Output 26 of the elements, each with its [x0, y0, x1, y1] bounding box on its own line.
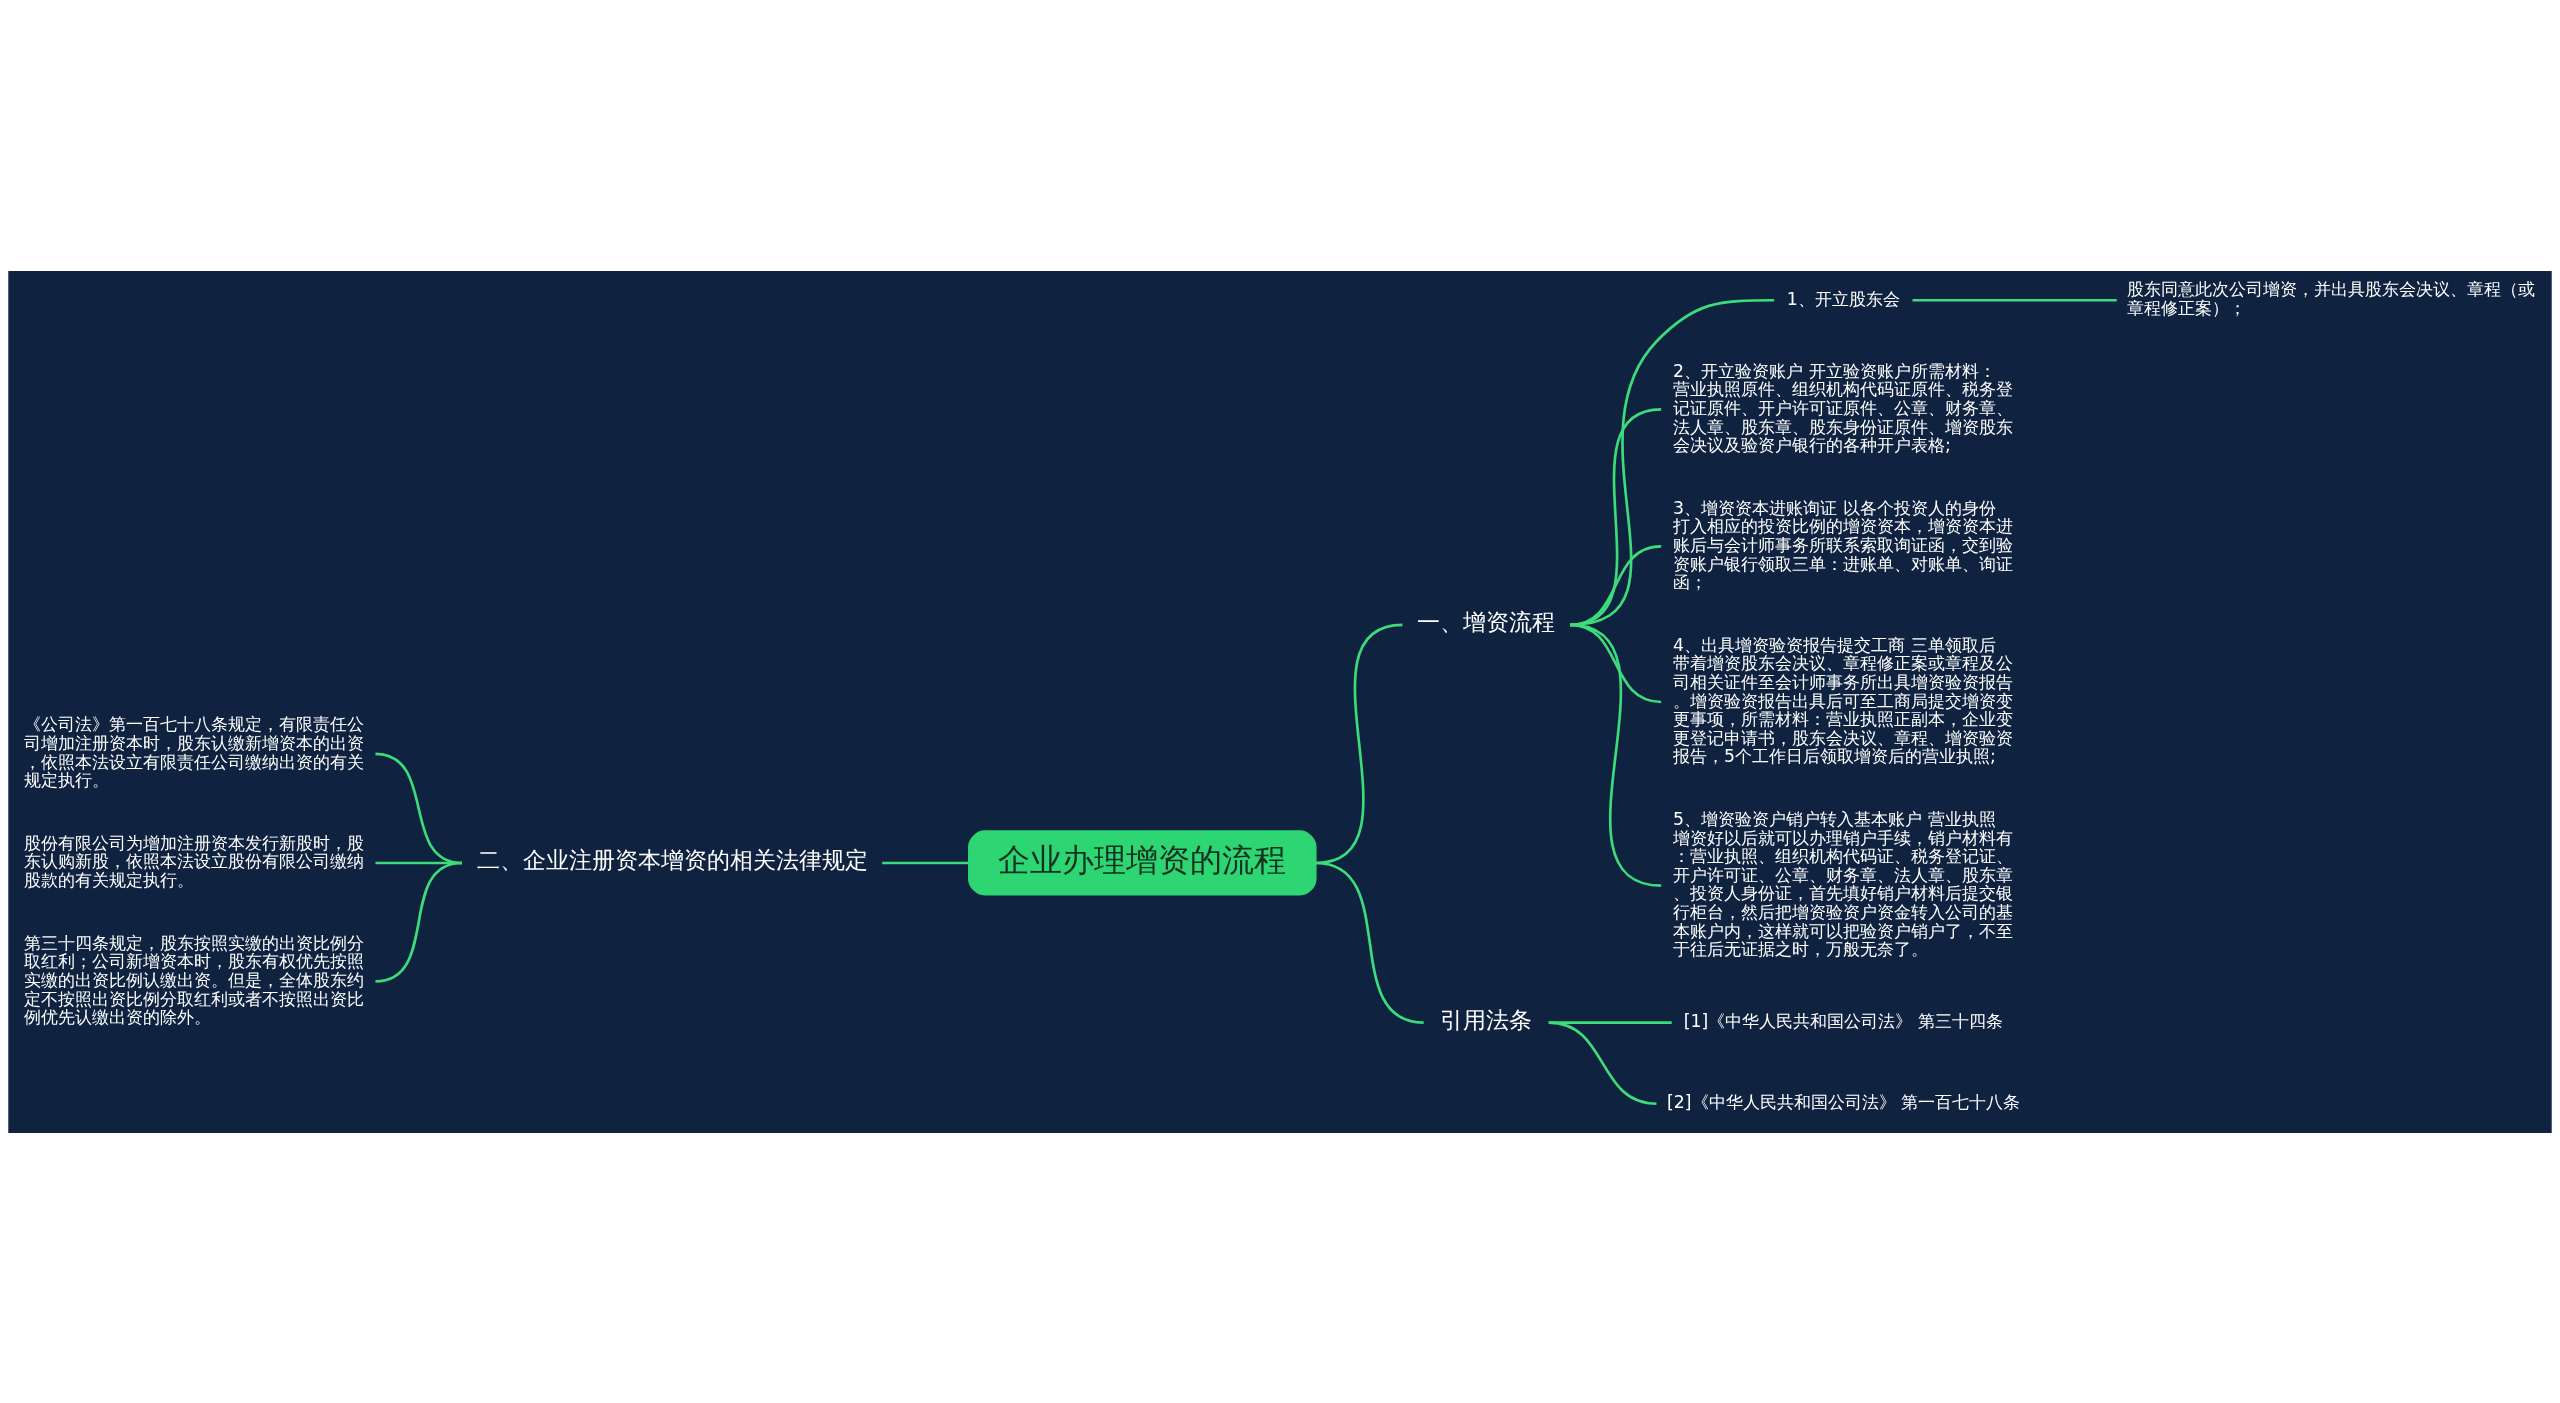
- connector: [1569, 407, 1662, 626]
- node-text: 2、开立验资账户 开立验资账户所需材料：营业执照原件、组织机构代码证原件、税务登记证原件、开户许可证原件、公章、财务章、法人章、股东章、股东身份证原件、增资股东会决议及验资户银行的各种开户表格;: [1673, 360, 2014, 455]
- connector: [1569, 544, 1662, 626]
- node-text: 第三十四条规定，股东按照实缴的出资比例分取红利；公司新增资本时，股东有权优先按照实缴的出资比例认缴出资。但是，全体股东约定不按照出资比例分取红利或者不按照出资比例优先认缴出资的除外。: [24, 932, 365, 1027]
- connector: [1912, 298, 2117, 302]
- node-text: 《公司法》第一百七十八条规定，有限责任公司增加注册资本时，股东认缴新增资本的出资，依照本法设立有限责任公司缴纳出资的有关规定执行。: [24, 713, 365, 790]
- node-box: 企业办理增资的流程: [968, 829, 1317, 896]
- node-text: [1]《中华人民共和国公司法》 第三十四条: [1683, 1010, 2003, 1031]
- connector: [1569, 623, 1662, 887]
- connector: [1548, 1020, 1657, 1105]
- node-text: 股东同意此次公司增资，并出具股东会决议、章程（或章程修正案）；: [2127, 278, 2536, 318]
- node-text: 3、增资资本进账询证 以各个投资人的身份打入相应的投资比例的增资资本，增资资本进账后与会计师事务所联系索取询证函，交到验资账户银行领取三单：进账单、对账单、询证函；: [1673, 497, 2014, 592]
- connector: [1569, 298, 1775, 626]
- node-text: 1、开立股东会: [1786, 288, 1900, 309]
- node-text: 引用法条: [1439, 1006, 1532, 1033]
- connector: [375, 861, 463, 983]
- node-text: 股份有限公司为增加注册资本发行新股时，股东认购新股，依照本法设立股份有限公司缴纳股款的有关规定执行。: [24, 832, 365, 890]
- connector: [1315, 861, 1424, 1024]
- node-text: [2]《中华人民共和国公司法》 第一百七十八条: [1667, 1091, 2021, 1112]
- node-text: 5、增资验资户销户转入基本账户 营业执照增资好以后就可以办理销户手续，销户材料有：营业执照、组织机构代码证、税务登记证、开户许可证、公章、财务章、法人章、股东章、投资人身份证，首先填好销户材料后提交银行柜台，然后把增资验资户资金转入公司的基本账户内，这样就可以把验资户销户了，不至于往后无证据之时，万般无奈了。: [1673, 808, 2014, 959]
- connector: [1315, 623, 1403, 864]
- node-text: 4、出具增资验资报告提交工商 三单领取后带着增资股东会决议、章程修正案或章程及公司相关证件至会计师事务所出具增资验资报告。增资验资报告出具后可至工商局提交增资变更事项，所需材料：营业执照正副本，企业变更登记申请书，股东会决议、章程、增资验资报告，5个工作日后领取增资后的营业执照;: [1673, 634, 2014, 766]
- node-text: 二、企业注册资本增资的相关法律规定: [476, 846, 868, 873]
- node-text: 一、增资流程: [1417, 608, 1556, 635]
- connector: [882, 861, 969, 864]
- connector: [375, 752, 463, 864]
